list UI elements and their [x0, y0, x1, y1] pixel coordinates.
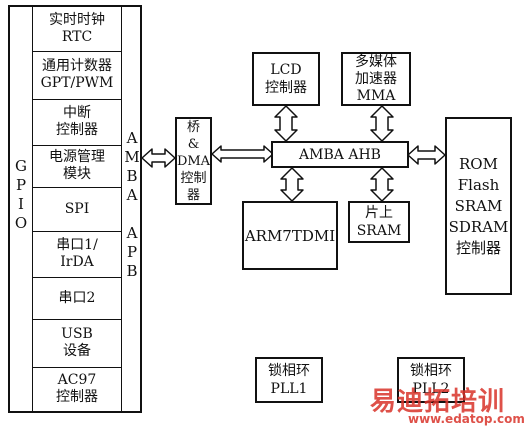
arrow-mma-ahb: [370, 105, 394, 142]
arrow-ahb-sram: [370, 167, 394, 202]
amba-ahb-bus: AMBA AHB: [271, 141, 409, 168]
arm7tdmi-core: ARM7TDMI: [242, 201, 338, 270]
peripheral-list: 实时时钟 RTC 通用计数器 GPT/PWM 中断 控制器 电源管理 模块 SP…: [33, 7, 122, 411]
peripheral-gpt-pwm: 通用计数器 GPT/PWM: [33, 51, 121, 100]
multimedia-accelerator: 多媒体 加速器 MMA: [341, 52, 411, 106]
memory-controller: ROM Flash SRAM SDRAM 控制器: [445, 117, 512, 295]
pll1: 锁相环 PLL1: [255, 357, 323, 403]
arrow-bridge-ahb: [211, 145, 274, 163]
peripheral-ac97-controller: AC97 控制器: [56, 372, 98, 405]
on-chip-sram: 片上 SRAM: [348, 201, 410, 243]
arrow-apb-bridge: [141, 148, 176, 168]
peripheral-interrupt-controller: 中断 控制器: [33, 99, 121, 146]
peripheral-power-management: 电源管理 模块: [33, 145, 121, 188]
pll2: 锁相环 PLL2: [397, 357, 465, 403]
bridge-dma-controller: 桥 & DMA 控制器: [175, 117, 212, 205]
watermark-brand: 易迪拓培训: [370, 387, 506, 417]
peripheral-spi: SPI: [33, 187, 121, 232]
arrow-lcd-ahb: [274, 105, 298, 142]
peripheral-uart1-irda: 串口1/ IrDA: [33, 231, 121, 278]
peripheral-usb-device: USB 设备: [33, 319, 121, 368]
lcd-controller: LCD 控制器: [252, 52, 320, 106]
peripheral-uart2: 串口2: [33, 277, 121, 320]
arrow-ahb-memory: [407, 145, 446, 165]
peripheral-rtc: 实时时钟 RTC: [33, 7, 121, 52]
arrow-ahb-cpu: [280, 167, 304, 202]
watermark-url: www.edatop.com: [408, 412, 525, 426]
